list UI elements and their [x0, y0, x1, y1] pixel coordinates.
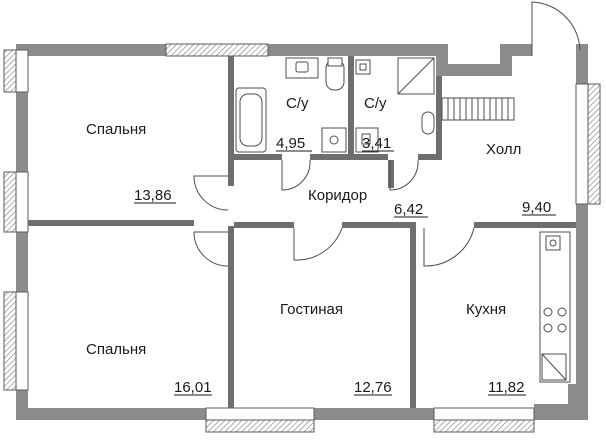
bath-1-fixtures — [235, 57, 347, 153]
stairs — [441, 97, 515, 121]
bath-1-name: С/у — [286, 95, 309, 112]
living-name: Гостиная — [280, 301, 343, 318]
bedroom-bottom-area: 16,01 — [174, 379, 212, 396]
hall-area: 9,40 — [522, 199, 551, 216]
exterior-walls — [16, 44, 588, 420]
corridor-area: 6,42 — [394, 201, 423, 218]
kitchen-name: Кухня — [466, 301, 506, 318]
kitchen-area: 11,82 — [488, 379, 524, 396]
bedroom-bottom-name: Спальня — [86, 341, 146, 358]
bedroom-top-name: Спальня — [86, 121, 146, 138]
bath-2-name: С/у — [364, 95, 387, 112]
doors — [193, 1, 581, 267]
living-area: 12,76 — [354, 379, 392, 396]
bath-2-fixtures — [355, 57, 435, 153]
interior-walls — [28, 56, 576, 408]
bedroom-top-area: 13,86 — [134, 187, 172, 204]
bath-1-area: 4,95 — [276, 135, 305, 152]
hall-name: Холл — [486, 141, 521, 158]
toilet-2-icon — [421, 111, 435, 135]
windows — [3, 43, 601, 433]
bath-2-area: 3,41 — [362, 135, 391, 152]
kitchen-fixtures — [539, 231, 571, 383]
room-labels: Спальня 13,86 С/у 4,95 С/у 3,41 Холл 9,4… — [86, 95, 556, 396]
corridor-name: Коридор — [308, 187, 367, 204]
